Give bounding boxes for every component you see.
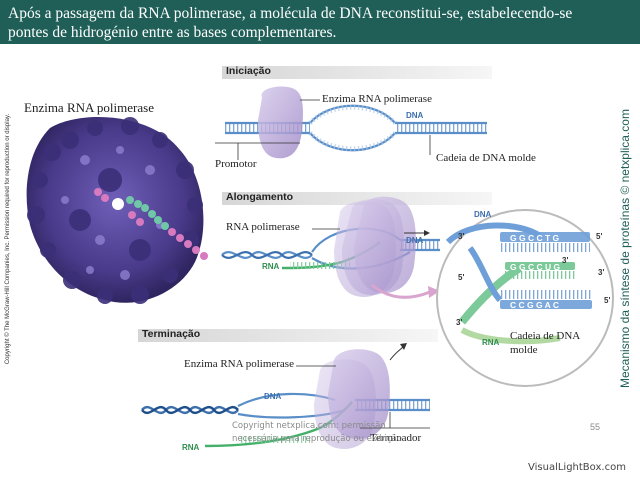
zoom-prime-3c: 3'	[456, 318, 463, 327]
zoom-rna-sequence: G G C C U G	[510, 262, 561, 272]
stage-title-termination: Terminação	[142, 328, 201, 340]
watermark: VisualLightBox.com	[528, 462, 626, 473]
initiation-enzyme-shape	[258, 86, 303, 159]
stage-title-initiation: Iniciação	[226, 65, 271, 77]
termination-dna	[141, 392, 430, 448]
release-arrow	[389, 345, 405, 361]
footer-line-1: Copyright netxplica.com: permissão	[232, 421, 386, 431]
zoom-top-sequence: G G C C T G	[510, 233, 560, 243]
elongation-rna-label: RNA	[262, 262, 280, 271]
zoom-arrowhead	[428, 286, 440, 298]
footer-line-2: necessária para reprodução ou exibição.	[232, 434, 405, 444]
page-number: 55	[590, 422, 601, 432]
footer-copyright: Copyright netxplica.com: permissão neces…	[232, 420, 405, 446]
termination-rna-label: RNA	[182, 443, 200, 452]
zoom-prime-3d: 3'	[598, 268, 605, 277]
zoom-prime-3b: 3'	[562, 256, 569, 265]
initiation-enzyme-label: Enzima RNA polimerase	[322, 93, 432, 105]
template-label: Cadeia de DNA molde	[436, 152, 536, 164]
terminator-label: Terminador	[370, 432, 422, 444]
termination-enzyme-shape	[314, 349, 390, 449]
zoom-template-line-1: Cadeia de DNA	[510, 330, 581, 342]
slide-header: Após a passagem da RNA polimerase, a mol…	[0, 0, 640, 44]
initiation-dna-label: DNA	[406, 111, 424, 120]
zoom-arrow	[371, 283, 431, 299]
direction-arrowhead	[424, 230, 430, 236]
stage-bar-termination: Terminação	[138, 328, 438, 342]
zoom-dna-label: DNA	[474, 210, 492, 219]
zoom-prime-5b: 5'	[458, 273, 465, 282]
zoom-rna-label: RNA	[482, 338, 500, 347]
header-line-2: pontes de hidrogénio entre as bases comp…	[8, 24, 337, 41]
elongation-dna-label: DNA	[406, 236, 424, 245]
zoom-template-line-2: molde	[510, 344, 538, 356]
zoom-bottom-sequence: C C G G A C	[510, 300, 559, 310]
termination-enzyme-label: Enzima RNA polimerase	[184, 358, 294, 370]
zoom-circle	[436, 209, 614, 387]
elongation-polymerase-label: RNA polimerase	[226, 221, 300, 233]
stage-bar-initiation: Iniciação	[222, 65, 492, 79]
termination-dna-label: DNA	[264, 392, 282, 401]
elongation-enzyme-shape	[334, 196, 416, 297]
promoter-label: Promotor	[215, 158, 257, 170]
header-line-1: Após a passagem da RNA polimerase, a mol…	[8, 5, 573, 22]
stage-title-elongation: Alongamento	[226, 191, 294, 203]
enzyme-title: Enzima RNA polimerase	[24, 100, 154, 115]
stage-bar-elongation: Alongamento	[222, 191, 492, 205]
zoom-prime-5c: 5'	[604, 296, 611, 305]
zoom-prime-3a: 3'	[458, 232, 465, 241]
release-arrowhead	[400, 343, 407, 350]
rna-polymerase-molecule	[26, 117, 208, 304]
zoom-prime-5a: 5'	[596, 232, 603, 241]
